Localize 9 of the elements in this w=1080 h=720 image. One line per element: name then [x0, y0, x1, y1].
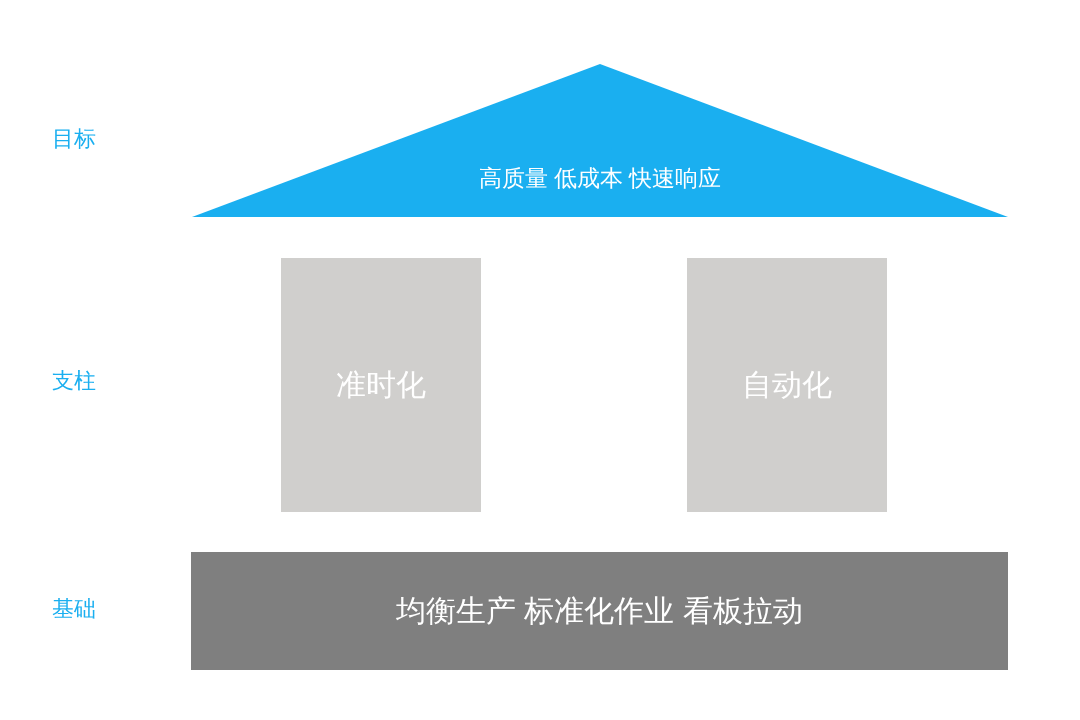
- foundation-bar: [191, 552, 1008, 670]
- roof-triangle: [192, 64, 1008, 217]
- goal-text: 高质量 低成本 快速响应: [478, 164, 722, 193]
- row-label: 基础: [52, 596, 96, 623]
- pillar-box: [281, 258, 481, 512]
- row-label: 支柱: [52, 368, 96, 395]
- foundation-text: 均衡生产 标准化作业 看板拉动: [396, 593, 803, 629]
- pillar-box: [687, 258, 887, 512]
- row-label: 目标: [52, 126, 96, 153]
